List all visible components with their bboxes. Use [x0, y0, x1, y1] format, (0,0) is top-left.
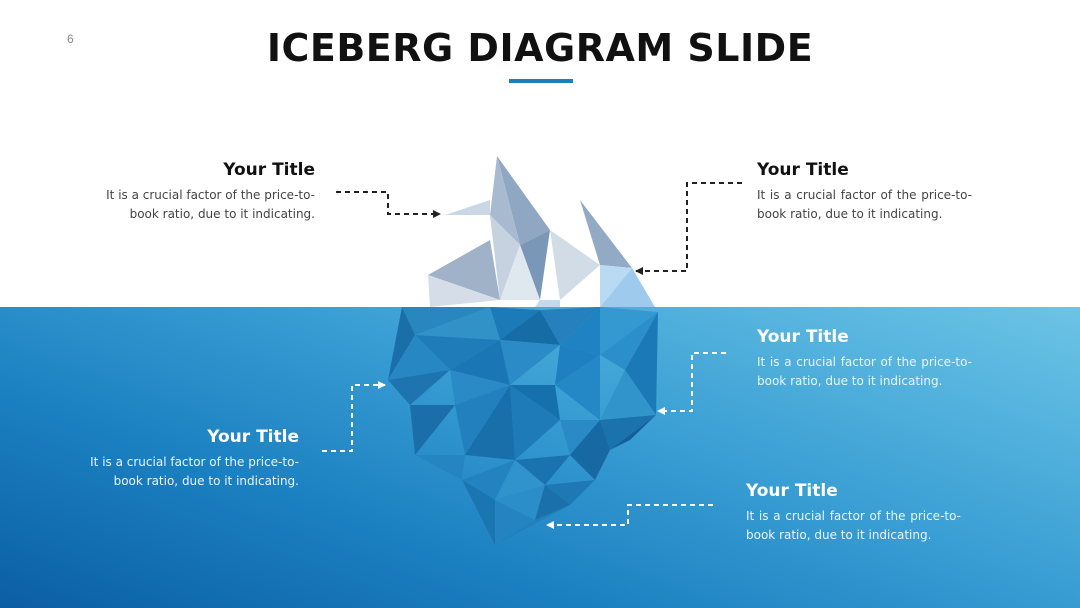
iceberg-tip [428, 156, 655, 307]
block-text: It is a crucial factor of the price-to-b… [757, 188, 972, 221]
title-underline [509, 79, 573, 83]
block-title: Your Title [223, 160, 315, 180]
text-block-top-left: Your Title It is a crucial factor of the… [100, 160, 315, 224]
iceberg-body [388, 307, 658, 545]
connector-mid-left [322, 381, 386, 452]
connector-top-left [336, 191, 441, 218]
connector-bottom-right [546, 504, 713, 529]
block-title: Your Title [207, 427, 299, 447]
page-title: ICEBERG DIAGRAM SLIDE [266, 26, 814, 70]
text-block-mid-left: Your Title It is a crucial factor of the… [84, 427, 299, 491]
connector-mid-right [657, 352, 726, 415]
connector-top-right [635, 182, 742, 275]
text-block-mid-right: Your Title It is a crucial factor of the… [757, 327, 972, 391]
page-number: 6 [67, 32, 74, 46]
block-text: It is a crucial factor of the price-to-b… [746, 509, 961, 542]
block-text: It is a crucial factor of the price-to-b… [90, 455, 299, 488]
block-title: Your Title [757, 160, 849, 180]
text-block-top-right: Your Title It is a crucial factor of the… [757, 160, 972, 224]
block-title: Your Title [757, 327, 849, 347]
text-block-bottom-right: Your Title It is a crucial factor of the… [746, 481, 961, 545]
block-text: It is a crucial factor of the price-to-b… [106, 188, 315, 221]
block-text: It is a crucial factor of the price-to-b… [757, 355, 972, 388]
block-title: Your Title [746, 481, 838, 501]
